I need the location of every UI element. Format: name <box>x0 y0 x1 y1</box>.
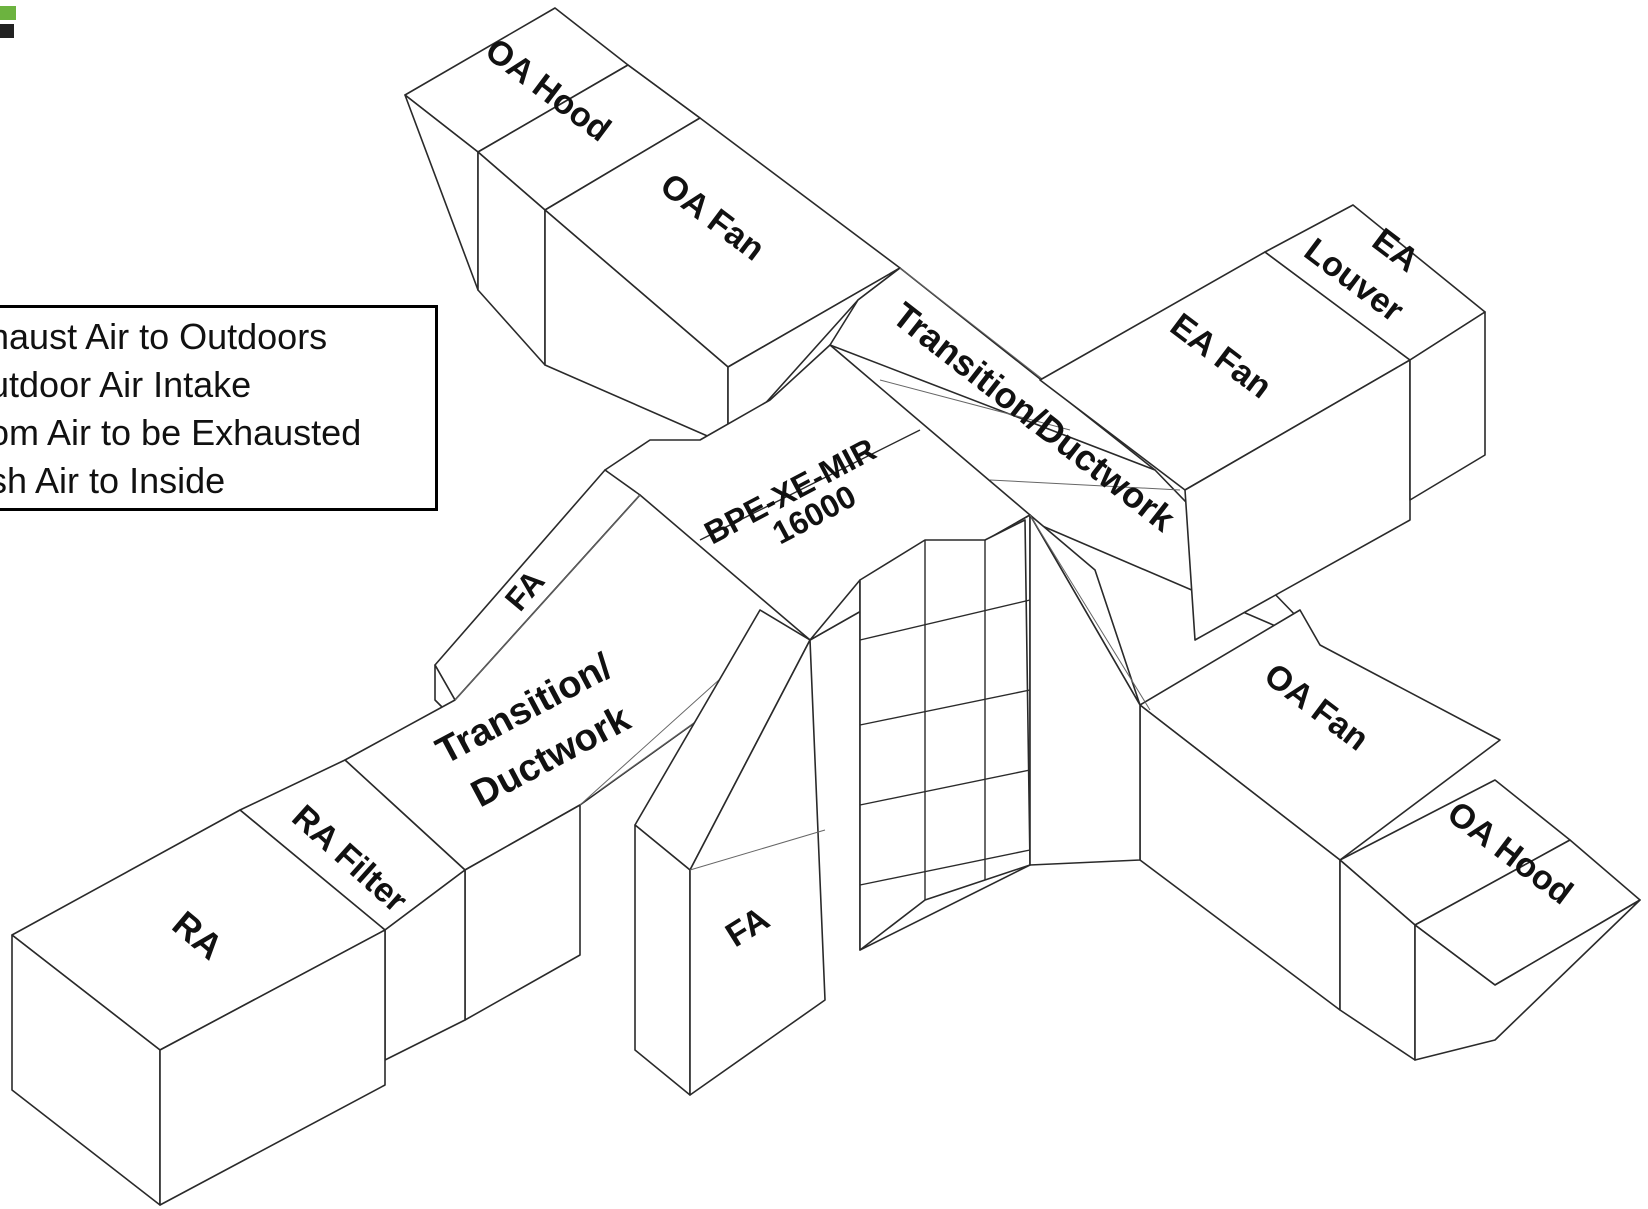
legend-row-outdoor-air: utdoor Air Intake <box>0 364 252 405</box>
ra-block <box>11 809 386 1206</box>
oa-hood-top-block <box>404 7 701 366</box>
oa-hood-right-block <box>1339 779 1641 1061</box>
fa-lower-block <box>634 609 826 1096</box>
oa-fan-right-block <box>1029 514 1501 1011</box>
logo-dark-square <box>0 24 14 38</box>
legend-row-room-air: om Air to be Exhausted <box>0 412 362 453</box>
core-stack-modules <box>859 519 1031 951</box>
legend-row-fresh-air: sh Air to Inside <box>0 460 226 501</box>
legend-row-exhaust-air: haust Air to Outdoors <box>0 316 328 357</box>
legend: haust Air to Outdoors utdoor Air Intake … <box>0 305 438 511</box>
ea-louver-block <box>1264 204 1486 501</box>
logo-green-square <box>0 6 16 20</box>
brand-logo <box>0 0 16 40</box>
